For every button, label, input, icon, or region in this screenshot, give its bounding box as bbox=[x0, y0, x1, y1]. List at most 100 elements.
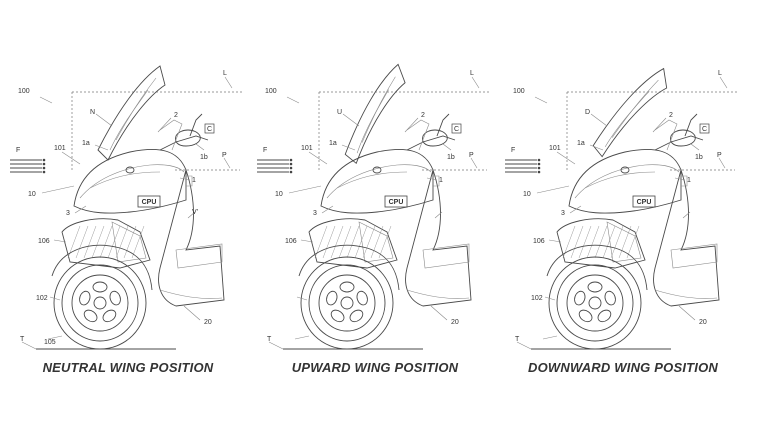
reference-label-f: F bbox=[16, 147, 20, 154]
wheel-spoke-cutout bbox=[79, 290, 91, 306]
wheel-spoke-cutout bbox=[578, 309, 593, 323]
front-fender bbox=[298, 244, 400, 291]
wheel-spoke-cutout bbox=[92, 281, 108, 293]
reference-label-101: 101 bbox=[301, 145, 313, 152]
leader-line bbox=[49, 296, 61, 301]
controller-label: C bbox=[702, 126, 707, 133]
leader-line bbox=[308, 151, 328, 165]
suspension-hatch bbox=[354, 225, 368, 259]
leader-line bbox=[157, 117, 172, 133]
controller-box bbox=[699, 123, 710, 134]
reference-frame-line bbox=[318, 91, 490, 170]
windshield-wing bbox=[97, 65, 166, 161]
fairing-panel-line bbox=[79, 164, 185, 199]
airflow-arrow-head bbox=[42, 162, 46, 166]
suspension-housing bbox=[61, 218, 151, 269]
handlebar bbox=[406, 135, 456, 151]
suspension-hatch bbox=[626, 225, 640, 259]
airflow-arrow-head bbox=[537, 170, 541, 174]
mirror-stem bbox=[189, 113, 203, 137]
reference-label-101: 101 bbox=[549, 145, 561, 152]
rear-body bbox=[405, 168, 472, 307]
leader-line bbox=[430, 305, 448, 321]
reference-label-1b: 1b bbox=[447, 154, 455, 161]
suspension-hatch bbox=[362, 225, 376, 259]
suspension-hatch bbox=[594, 225, 608, 259]
wheel-spoke-cutout bbox=[109, 290, 121, 306]
fairing-panel-line bbox=[574, 164, 680, 199]
reference-label-100: 100 bbox=[265, 88, 277, 95]
steering-bracket bbox=[433, 175, 440, 187]
reference-label-106: 106 bbox=[38, 238, 50, 245]
controller-label: C bbox=[207, 126, 212, 133]
controller-label: C bbox=[454, 126, 459, 133]
reference-label-wing-state: N bbox=[90, 109, 95, 116]
steering-column bbox=[159, 119, 183, 151]
windshield-wing bbox=[592, 67, 668, 158]
reference-label-10: 10 bbox=[523, 191, 531, 198]
leader-line bbox=[542, 335, 558, 340]
reference-label-2: 2 bbox=[421, 112, 425, 119]
cpu-box bbox=[137, 195, 161, 208]
floorboard-panel bbox=[175, 243, 223, 269]
reference-label-20: 20 bbox=[204, 319, 212, 326]
leader-line bbox=[590, 113, 608, 127]
steering-bracket bbox=[186, 175, 193, 187]
rear-body bbox=[158, 168, 225, 307]
wheel-hub bbox=[340, 296, 354, 310]
suspension-hatch bbox=[123, 225, 137, 259]
front-fairing bbox=[320, 149, 434, 214]
airflow-arrow-head bbox=[42, 158, 46, 162]
leader-line bbox=[183, 305, 201, 321]
leader-line bbox=[718, 157, 726, 169]
airflow-arrow-head bbox=[42, 166, 46, 170]
floorboard-panel bbox=[422, 243, 470, 269]
lower-body-line bbox=[159, 289, 223, 299]
reference-frame-line bbox=[71, 91, 243, 170]
leader-line bbox=[294, 335, 310, 340]
reference-label-102: 102 bbox=[36, 295, 48, 302]
headlight bbox=[372, 166, 382, 174]
leader-line bbox=[74, 205, 87, 214]
wheel-spoke-cutout bbox=[349, 309, 364, 323]
leader-line bbox=[288, 185, 322, 194]
reference-label-p: P bbox=[222, 152, 227, 159]
reference-label-l: L bbox=[718, 70, 722, 77]
controller-box bbox=[451, 123, 462, 134]
leader-line bbox=[342, 113, 360, 127]
leader-line bbox=[21, 341, 37, 350]
windshield-wing bbox=[344, 63, 406, 165]
airflow-arrow-head bbox=[289, 166, 293, 170]
wheel-spoke-cutout bbox=[604, 290, 616, 306]
suspension-hatch bbox=[586, 225, 600, 259]
leader-line bbox=[569, 205, 582, 214]
handlebar bbox=[654, 135, 704, 151]
leader-line bbox=[434, 211, 443, 219]
reference-label-t: T bbox=[267, 336, 272, 343]
suspension-hatch bbox=[99, 225, 113, 259]
mirror-stem bbox=[436, 113, 450, 137]
leader-line bbox=[53, 239, 67, 243]
wheel-spoke-cutout bbox=[102, 309, 117, 323]
handlebar bbox=[159, 135, 209, 151]
handlebar-controls bbox=[422, 129, 448, 147]
reference-label-1b: 1b bbox=[200, 154, 208, 161]
reference-label-105: 105 bbox=[44, 339, 56, 346]
wheel-spoke-cutout bbox=[339, 281, 355, 293]
reference-label-1: 1 bbox=[439, 177, 443, 184]
reference-label-10: 10 bbox=[275, 191, 283, 198]
suspension-hatch bbox=[115, 225, 129, 259]
reference-label-wing-state: U bbox=[337, 109, 342, 116]
suspension-hatch bbox=[330, 225, 344, 259]
windshield-inner-line bbox=[356, 89, 389, 154]
leader-line bbox=[544, 296, 556, 301]
leader-line bbox=[674, 177, 686, 181]
wheel-spoke-cutout bbox=[83, 309, 98, 323]
suspension-hatch bbox=[75, 225, 89, 259]
mirror-stem bbox=[684, 113, 698, 137]
shock-absorber bbox=[606, 221, 642, 263]
reference-label-1a: 1a bbox=[577, 140, 585, 147]
controller-box bbox=[204, 123, 215, 134]
